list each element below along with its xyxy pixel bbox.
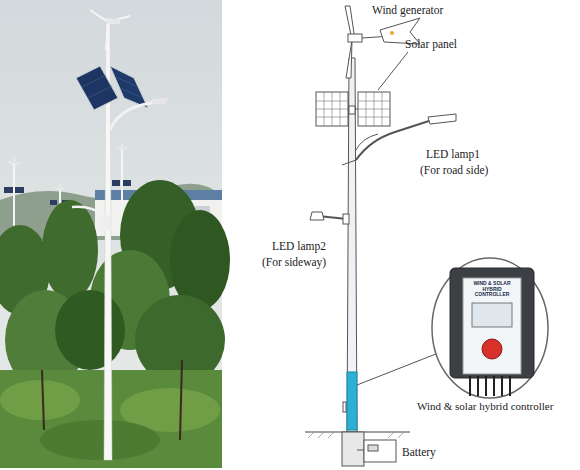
street-light-drawing (305, 6, 548, 466)
part-label: (For sideway) (262, 256, 326, 269)
part-label: LED lamp1 (426, 148, 480, 161)
part-label: Wind & solar hybrid controller (417, 400, 553, 413)
street-light-photo (0, 0, 230, 468)
part-label: Wind generator (372, 4, 443, 17)
part-label: Battery (402, 446, 436, 459)
faceplate-text: WIND & SOLAR HYBRID CONTROLLER (466, 281, 518, 298)
part-label: (For road side) (420, 164, 488, 177)
part-label: LED lamp2 (272, 240, 326, 253)
part-label: Solar panel (405, 38, 457, 51)
